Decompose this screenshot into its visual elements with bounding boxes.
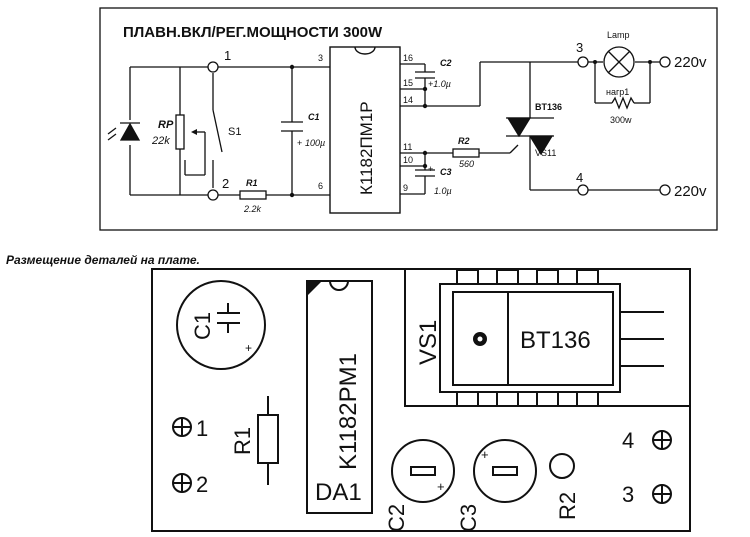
- pcb-c3-plus: +: [481, 447, 489, 462]
- junction-dot: [422, 86, 428, 92]
- terminal-3: [577, 56, 589, 68]
- input-wiring: [218, 66, 330, 200]
- pcb-c1: [176, 280, 266, 370]
- pin-11: 11: [403, 142, 412, 152]
- mounting-hole-center: [477, 336, 483, 342]
- c2-value: +1.0µ: [428, 79, 451, 89]
- junction-dot: [289, 64, 295, 70]
- pcb-vs1-label: VS1: [415, 320, 442, 365]
- terminal-2-label: 2: [222, 176, 229, 191]
- junction-dot: [422, 103, 428, 109]
- pcb-da1-label: DA1: [315, 479, 362, 506]
- chip-label: К1182ПМ1Р: [357, 101, 376, 195]
- triac-top-label: BT136: [535, 102, 562, 112]
- v220-bottom: 220v: [674, 183, 707, 200]
- mains-terminal-top: [659, 56, 671, 68]
- terminal-3-label: 3: [576, 40, 583, 55]
- mains-terminal-bottom: [659, 184, 671, 196]
- c1-plus: +: [297, 138, 302, 148]
- pcb-r1-label: R1: [230, 427, 255, 455]
- pcb-r1: [257, 396, 279, 485]
- terminal-1: [207, 61, 219, 73]
- potentiometer-rp: [175, 67, 206, 195]
- junction-dot: [648, 60, 652, 64]
- r2-label: R2: [458, 136, 470, 146]
- pcb-pad-3-label: 3: [622, 482, 634, 507]
- schematic-title: ПЛАВН.ВКЛ/РЕГ.МОЩНОСТИ 300W: [123, 24, 383, 41]
- pin-9: 9: [403, 183, 408, 193]
- pcb-r2: [549, 453, 575, 479]
- schematic: [99, 7, 718, 231]
- c3-plus: +: [428, 164, 433, 174]
- lamp-and-load: [588, 46, 660, 191]
- pin-3: 3: [318, 53, 323, 63]
- triac-bt136: [506, 61, 578, 191]
- photodiode: [107, 66, 180, 196]
- pcb-pad-2-label: 2: [196, 472, 208, 497]
- pcb-c2-plus: +: [437, 479, 445, 494]
- placement-heading: Размещение деталей на плате.: [6, 253, 200, 267]
- pcb-pad-4-label: 4: [622, 428, 634, 453]
- pcb-chip-label: K1182PM1: [335, 353, 362, 470]
- switch-s1: [180, 66, 223, 196]
- c1-value: 100µ: [305, 138, 325, 148]
- chip-k1182pm1r: [329, 46, 401, 214]
- junction-dot: [422, 150, 428, 156]
- terminal-1-label: 1: [224, 48, 231, 63]
- chip-output-wiring: [400, 61, 530, 195]
- pin1-marker: [307, 281, 322, 296]
- rp-label: RP: [158, 119, 174, 131]
- load-value: 300w: [610, 115, 632, 125]
- s1-label: S1: [228, 126, 241, 138]
- terminal-4-label: 4: [576, 170, 583, 185]
- c2-label: C2: [440, 58, 452, 68]
- pcb-c3-label: C3: [456, 504, 481, 532]
- junction-dot: [422, 163, 428, 169]
- pcb-r2-label: R2: [555, 492, 580, 520]
- v220-top: 220v: [674, 54, 707, 71]
- triac-bottom-label: VS11: [535, 148, 556, 158]
- pcb-bt136-label: BT136: [520, 327, 591, 354]
- pcb-vs1: [404, 268, 691, 407]
- pcb-pads-right: [652, 430, 672, 504]
- pcb-c1-plus: +: [245, 341, 252, 355]
- rp-value: 22k: [151, 135, 170, 147]
- c3-value: 1.0µ: [434, 186, 452, 196]
- terminal-2: [207, 189, 219, 201]
- lamp-label: Lamp: [607, 30, 630, 40]
- pcb-chip: [306, 280, 373, 514]
- c1-label: C1: [308, 112, 320, 122]
- pin-16: 16: [403, 53, 413, 63]
- pcb-c3: [473, 439, 537, 503]
- schematic-frame: [99, 7, 718, 231]
- load-label: нагр1: [606, 87, 629, 97]
- terminal-4: [577, 184, 589, 196]
- pcb-pad-1-label: 1: [196, 416, 208, 441]
- pcb-c2: [391, 439, 455, 503]
- r1-label: R1: [246, 178, 258, 188]
- pcb-c2-label: C2: [384, 504, 409, 532]
- pin-14: 14: [403, 95, 413, 105]
- c3-label: C3: [440, 167, 452, 177]
- pin-15: 15: [403, 78, 413, 88]
- r2-value: 560: [459, 159, 474, 169]
- pin-6: 6: [318, 181, 323, 191]
- pcb-c1-label: C1: [190, 312, 215, 340]
- pcb-pads-left: [172, 417, 192, 493]
- junction-dot: [593, 60, 597, 64]
- junction-dot: [289, 192, 295, 198]
- pin-10: 10: [403, 155, 413, 165]
- r1-value: 2.2k: [243, 204, 262, 214]
